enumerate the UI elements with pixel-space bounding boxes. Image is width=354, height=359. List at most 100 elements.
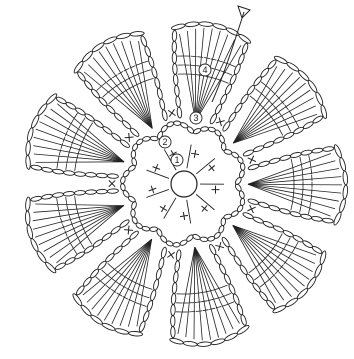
stitch-bar	[70, 243, 73, 248]
ring-spoke	[187, 145, 191, 169]
treble-stitch	[36, 162, 124, 163]
treble-stitch	[99, 52, 152, 129]
stitch-bar	[213, 298, 219, 300]
chain-stitch	[74, 190, 85, 195]
chain-stitch	[279, 208, 291, 215]
stitch-bar	[57, 163, 58, 169]
chain-stitch	[224, 83, 233, 95]
stitch-bar	[309, 155, 310, 161]
chain-stitch	[237, 53, 245, 65]
stitch-bar	[209, 308, 215, 309]
stitch-bar	[190, 65, 196, 66]
stitch-bar	[293, 193, 294, 199]
single-crochet-mark	[147, 184, 157, 194]
treble-stitch	[196, 40, 235, 121]
chain-stitch	[240, 163, 245, 171]
chain-stitch	[248, 163, 260, 170]
chain-stitch	[311, 216, 323, 222]
chain-stitch	[41, 194, 53, 200]
chain-stitch	[242, 149, 254, 157]
treble-stitch	[87, 239, 152, 302]
chain-stitch	[169, 337, 184, 345]
chain-stitch	[96, 173, 107, 178]
chain-stitch	[283, 131, 295, 140]
chain-stitch	[268, 204, 280, 211]
treble-stitch	[233, 98, 313, 143]
stitch-bar	[310, 202, 311, 208]
chain-stitch	[312, 148, 324, 154]
stitch-bar	[292, 164, 293, 170]
treble-stitch	[35, 206, 124, 238]
stitch-bar	[74, 249, 77, 254]
stitch-bar	[76, 233, 79, 238]
chain-stitch	[333, 211, 343, 226]
stitch-bar	[144, 296, 150, 298]
treble-stitch	[180, 34, 196, 121]
chain-stitch	[138, 321, 146, 333]
chain-stitch	[81, 50, 94, 63]
stitch-bar	[287, 238, 290, 243]
stitch-bar	[77, 154, 78, 160]
chain-stitch	[199, 21, 213, 26]
ring-spoke	[164, 198, 176, 219]
treble-stitch	[187, 31, 195, 121]
round-marker-label: 3	[193, 113, 198, 123]
chain-stitch	[36, 103, 48, 117]
stitch-bar	[271, 90, 275, 94]
chain-stitch	[142, 310, 150, 322]
stitch-bar	[291, 205, 292, 211]
chain-stitch	[25, 197, 31, 211]
chain-stitch	[241, 43, 249, 55]
chain-stitch	[213, 253, 222, 265]
chain-stitch	[262, 220, 274, 228]
chain-stitch	[30, 238, 40, 253]
chain-stitch	[223, 273, 232, 285]
treble-stitch	[233, 225, 315, 263]
chain-stitch	[52, 192, 64, 198]
stitch-bar	[295, 242, 298, 247]
stitch-bar	[103, 93, 107, 97]
chain-stitch	[323, 146, 334, 152]
chain-stitch	[52, 169, 64, 175]
chain-stitch	[322, 218, 334, 224]
single-crochet-marks	[106, 107, 258, 261]
stitch-bar	[142, 61, 148, 63]
chain-stitch	[320, 104, 328, 119]
chain-stitch	[252, 216, 264, 224]
chain-stitch	[31, 164, 43, 171]
stitch-bar	[249, 269, 254, 273]
treble-stitch	[178, 247, 195, 334]
chain-stitch	[302, 240, 314, 249]
stitch-bar	[300, 207, 301, 213]
petal	[192, 211, 327, 314]
stitch-bar	[293, 116, 296, 121]
chain-stitch	[155, 268, 162, 280]
chain-stitch	[172, 52, 177, 63]
chain-stitch	[150, 289, 157, 301]
stitch-bar	[281, 249, 284, 254]
chain-stitch	[176, 250, 182, 261]
stitch-bar	[117, 293, 122, 296]
chain-stitch	[55, 262, 67, 271]
stitch-bar	[207, 299, 213, 300]
chain-stitch	[313, 264, 323, 279]
stitch-bar	[132, 291, 138, 294]
chain-stitch	[158, 257, 165, 269]
stitch-bar	[90, 123, 93, 128]
chain-stitch	[236, 304, 244, 316]
chain-stitch	[96, 189, 107, 194]
chain-stitch	[273, 136, 285, 144]
chain-stitch	[311, 245, 323, 255]
stitch-bar	[141, 305, 147, 307]
chain-stitch	[171, 327, 176, 338]
stitch-bar	[112, 86, 117, 90]
single-crochet-mark	[124, 225, 134, 235]
stitch-bar	[212, 78, 218, 80]
chain-stitch	[212, 23, 227, 31]
stitch-bar	[229, 302, 235, 304]
treble-stitch	[248, 184, 341, 193]
treble-stitch	[233, 66, 277, 143]
round-marker-1: 1	[171, 154, 183, 166]
chain-stitch	[146, 300, 154, 312]
stitch-bar	[293, 170, 294, 176]
